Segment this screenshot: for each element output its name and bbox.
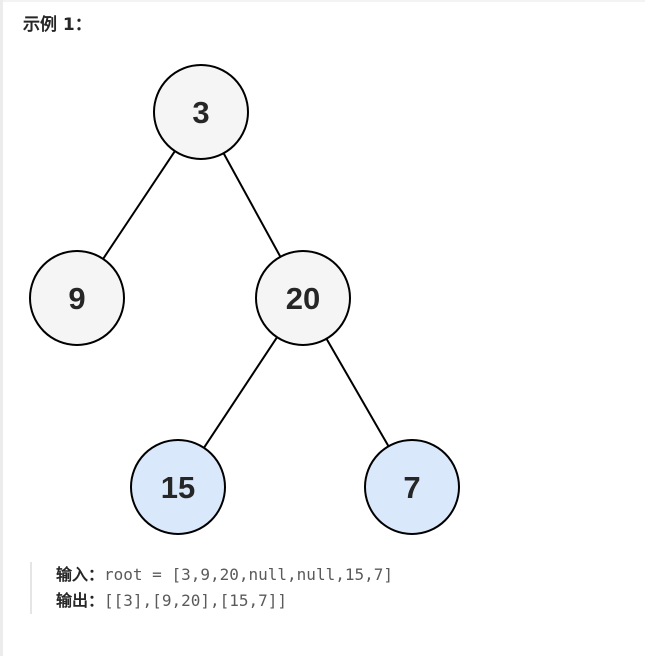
top-border xyxy=(0,0,645,2)
node-circle xyxy=(29,250,125,346)
node-circle xyxy=(130,439,226,535)
node-label: 9 xyxy=(68,281,85,316)
input-label: 输入： xyxy=(56,565,105,584)
tree-node-7: 7 xyxy=(364,439,460,535)
tree-edge xyxy=(222,152,282,258)
binary-tree-diagram: 3 9 20 15 7 xyxy=(29,64,460,535)
input-value: root = [3,9,20,null,null,15,7] xyxy=(104,565,393,584)
tree-node-15: 15 xyxy=(130,439,226,535)
tree-edge xyxy=(203,336,278,449)
example-heading: 示例 1： xyxy=(23,15,92,35)
tree-node-3: 3 xyxy=(153,64,249,160)
node-label: 3 xyxy=(192,95,209,130)
node-label: 7 xyxy=(403,470,420,505)
node-circle xyxy=(153,64,249,160)
node-label: 20 xyxy=(286,281,320,316)
example-block: 输入：root = [3,9,20,null,null,15,7] 输出：[[3… xyxy=(30,562,393,614)
output-label: 输出： xyxy=(56,591,105,610)
node-label: 15 xyxy=(161,470,195,505)
output-line: 输出：[[3],[9,20],[15,7]] xyxy=(56,588,393,614)
node-circle xyxy=(255,250,351,346)
input-line: 输入：root = [3,9,20,null,null,15,7] xyxy=(56,562,393,588)
tree-node-20: 20 xyxy=(255,250,351,346)
node-circle xyxy=(364,439,460,535)
tree-edge xyxy=(325,338,390,447)
tree-node-9: 9 xyxy=(29,250,125,346)
left-border xyxy=(0,0,3,656)
tree-edge xyxy=(102,150,176,260)
output-value: [[3],[9,20],[15,7]] xyxy=(104,591,288,610)
